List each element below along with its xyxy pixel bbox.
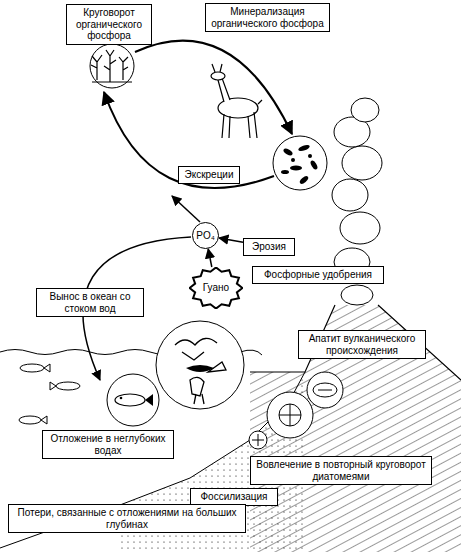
flow-arrow [219,238,243,242]
fish-circle [107,374,159,426]
phosphate-circle: PO₄ [192,222,219,249]
node-text: Апатит вулканического происхождения [303,333,421,356]
node-text: PO₄ [196,230,215,242]
process-box: Отложение в неглубоких водах [42,430,174,459]
process-box: Экскреции [178,166,240,184]
process-box: Вынос в океан со стоком вод [36,288,144,317]
volcano-cone [250,305,461,380]
node-text: Эрозия [248,241,290,253]
process-box: Эрозия [243,238,295,256]
process-box: Апатит вулканического происхождения [298,330,426,359]
uptake-arrow [172,196,200,222]
node-text: Гуано [203,282,229,294]
process-box: Минерализация органического фосфора [205,3,330,32]
cycle-arrow [104,92,274,188]
process-box: Потери, связанные с отложениями на больш… [8,504,246,533]
flow-arrow [208,249,212,267]
process-box: Круговорот органического фосфора [66,4,152,45]
node-text: Круговорот органического фосфора [71,7,147,42]
node-text: Вовлечение в повторный круговорот диатом… [255,459,427,482]
plants-circle [90,44,134,88]
sea-fish [19,364,80,424]
node-text: Вынос в океан со стоком вод [41,291,139,314]
cycle-arrow [135,41,292,134]
node-text: Экскреции [183,169,235,181]
process-box: Вовлечение в повторный круговорот диатом… [250,456,432,485]
guano-star: Гуано [189,267,243,309]
process-box: Фоссилизация [190,488,278,506]
node-text: Потери, связанные с отложениями на больш… [13,507,241,530]
birds-circle [156,321,244,409]
process-box: Фосфорные удобрения [252,266,384,284]
node-text: Фоссилизация [195,491,273,503]
bacteria-circle [273,136,327,190]
node-text: Отложение в неглубоких водах [47,433,169,456]
node-text: Фосфорные удобрения [257,269,379,281]
diatoms [249,372,343,449]
node-text: Минерализация органического фосфора [210,6,325,29]
